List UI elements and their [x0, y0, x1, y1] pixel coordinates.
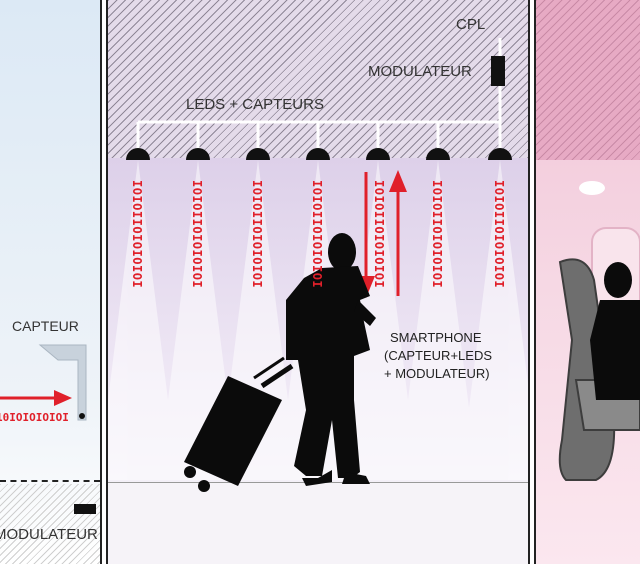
led-fixture-icon: [366, 148, 390, 160]
beam-bits-6: IOIOIIOIOIOIOI: [430, 180, 444, 289]
passenger-silhouette-icon: [590, 262, 640, 400]
right-panel-drawing: [558, 181, 640, 481]
led-fixtures: [126, 148, 512, 160]
led-fixture-icon: [246, 148, 270, 160]
led-fixture-icon: [488, 148, 512, 160]
ceiling-wiring: [136, 38, 502, 150]
left-panel: CAPTEUR 10IOIOIOIOI MODULATEUR: [0, 0, 100, 564]
left-floor-hatch: [0, 484, 100, 564]
beam-bits-1: IOIOIIOIOIOIOI: [130, 180, 144, 289]
smartphone-label-line2: (CAPTEUR+LEDS: [384, 348, 492, 363]
left-bits-label: 10IOIOIOIOI: [0, 411, 69, 424]
left-floor-dash: [0, 480, 100, 482]
led-fixture-icon: [426, 148, 450, 160]
right-wall: [528, 0, 536, 564]
center-drawing: [108, 38, 528, 492]
arrow-right-icon: [54, 390, 72, 406]
beam-bits-4: IOIOIIOIOIOIOI: [310, 180, 324, 289]
modulateur-left-label: MODULATEUR: [0, 526, 98, 543]
cpl-label: CPL: [456, 16, 486, 33]
arrow-up-icon: [389, 170, 407, 192]
right-panel: [536, 0, 640, 564]
beam-bits-5: IOIOIIOIOIOIOI: [372, 180, 386, 289]
modulator-box-icon: [74, 504, 96, 514]
beam-bits-3: IOIOIIOIOIOIOI: [250, 180, 264, 289]
led-fixture-icon: [186, 148, 210, 160]
modulateur-top-label: MODULATEUR: [368, 63, 472, 80]
leds-capteurs-label: LEDS + CAPTEURS: [186, 96, 324, 113]
left-wall: [100, 0, 108, 564]
suitcase-icon: [184, 356, 294, 492]
smartphone-label-line3: + MODULATEUR): [384, 366, 490, 381]
capteur-sensor-shape: [38, 344, 87, 421]
smartphone-label-line1: SMARTPHONE: [390, 330, 482, 345]
center-panel: IOIOIIOIOIOIOI IOIOIIOIOIOIOI IOIOIIOIOI…: [108, 0, 528, 564]
beam-bits-7: IOIOIIOIOIOIOI: [492, 180, 506, 289]
modulator-box-icon: [491, 56, 505, 86]
left-sensor-dot: [79, 413, 85, 419]
capteur-left-label: CAPTEUR: [12, 318, 79, 334]
led-fixture-icon: [126, 148, 150, 160]
beam-bits-2: IOIOIIOIOIOIOI: [190, 180, 204, 289]
led-fixture-icon: [306, 148, 330, 160]
left-panel-drawing: [0, 344, 96, 514]
ceiling-light-icon: [579, 181, 605, 195]
person-silhouette-icon: [286, 233, 376, 486]
right-ceiling-hatch: [536, 0, 640, 160]
